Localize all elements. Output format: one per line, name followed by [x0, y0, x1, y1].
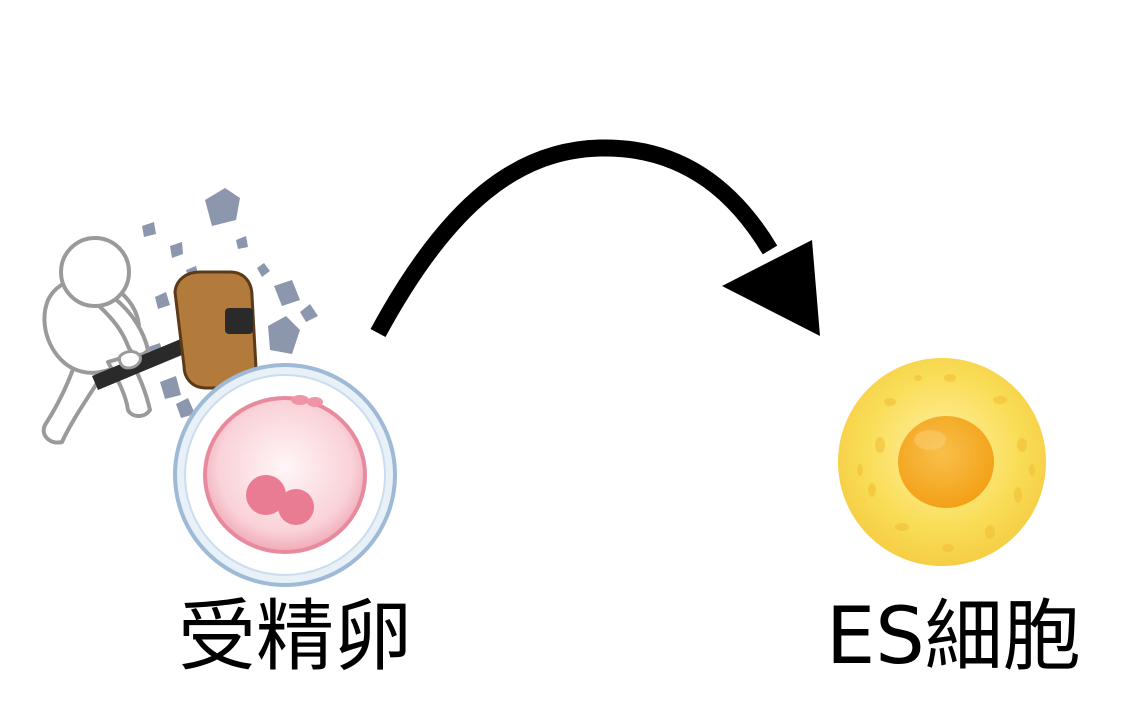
debris-piece: [142, 222, 156, 237]
debris-piece: [274, 280, 300, 306]
worker-with-hammer-icon: [41, 236, 152, 445]
debris-piece: [155, 292, 170, 309]
debris-piece: [268, 316, 300, 354]
debris-piece: [236, 236, 248, 249]
es-cell-icon: [838, 358, 1046, 566]
es-cell-label: ES細胞: [826, 592, 1081, 682]
debris-piece: [170, 242, 183, 258]
debris-piece: [205, 188, 240, 226]
hammer-icon: [92, 270, 258, 390]
debris-piece: [257, 263, 270, 277]
debris-piece: [176, 398, 195, 418]
cell-spots: [857, 374, 1035, 552]
curved-arrow-icon: [370, 139, 820, 338]
fertilized-egg-label: 受精卵: [178, 592, 413, 682]
debris-piece: [160, 376, 181, 399]
debris-piece: [300, 304, 318, 322]
fertilized-egg-icon: [173, 363, 397, 587]
